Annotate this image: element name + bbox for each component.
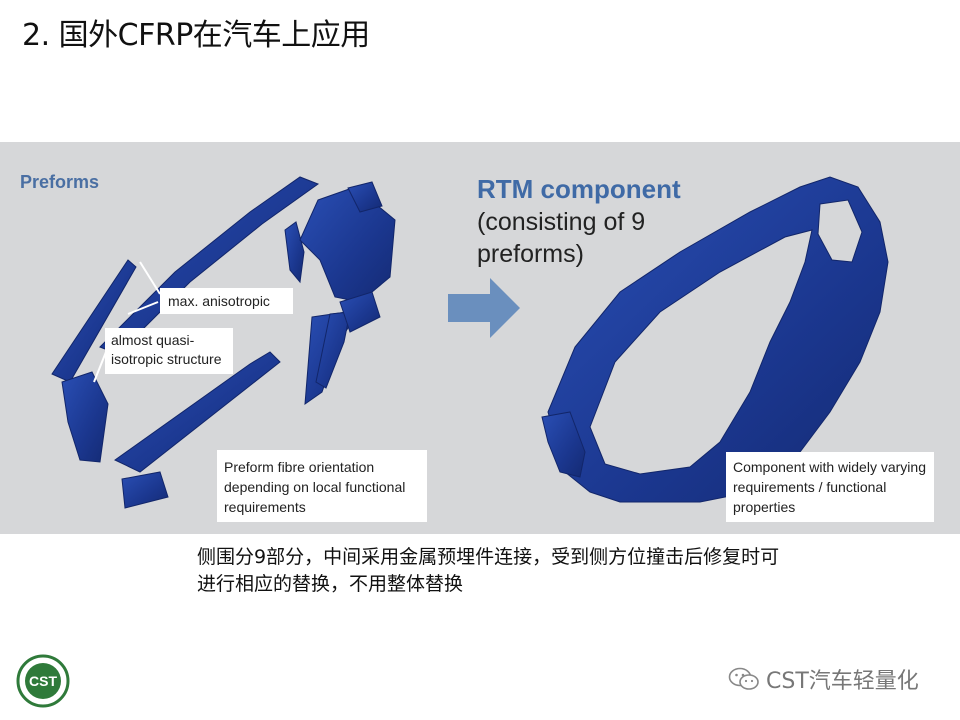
slide-title: 2. 国外CFRP在汽车上应用 [22,18,370,53]
caption-line-2: 进行相应的替换，不用整体替换 [197,573,464,595]
brand-name: CST汽车轻量化 [766,669,919,694]
rtm-component-title: RTM component [477,174,681,204]
rtm-component [541,176,889,503]
rtm-component-subtitle: (consisting of 9 preforms) [477,208,646,268]
figure-illustration [51,176,889,509]
cst-logo-icon: CST [16,654,70,708]
preforms-label: Preforms [20,172,100,192]
brand: CST汽车轻量化 [728,663,919,698]
caption-line-1: 侧围分9部分，中间采用金属预埋件连接，受到侧方位撞击后修复时可 [197,546,780,568]
logo-text: CST [29,673,57,689]
right-arrow-icon [448,278,520,338]
preform-parts [51,176,396,509]
callout-quasi-isotropic: almost quasi-isotropic structure [105,328,233,374]
caption: 侧围分9部分，中间采用金属预埋件连接，受到侧方位撞击后修复时可 进行相应的替换，… [197,544,877,598]
wechat-icon [728,666,760,698]
callout-max-anisotropic: max. anisotropic [160,288,293,314]
callout-component-requirements: Component with widely varying requiremen… [726,452,934,522]
callout-preform-orientation: Preform fibre orientation depending on l… [217,450,427,522]
